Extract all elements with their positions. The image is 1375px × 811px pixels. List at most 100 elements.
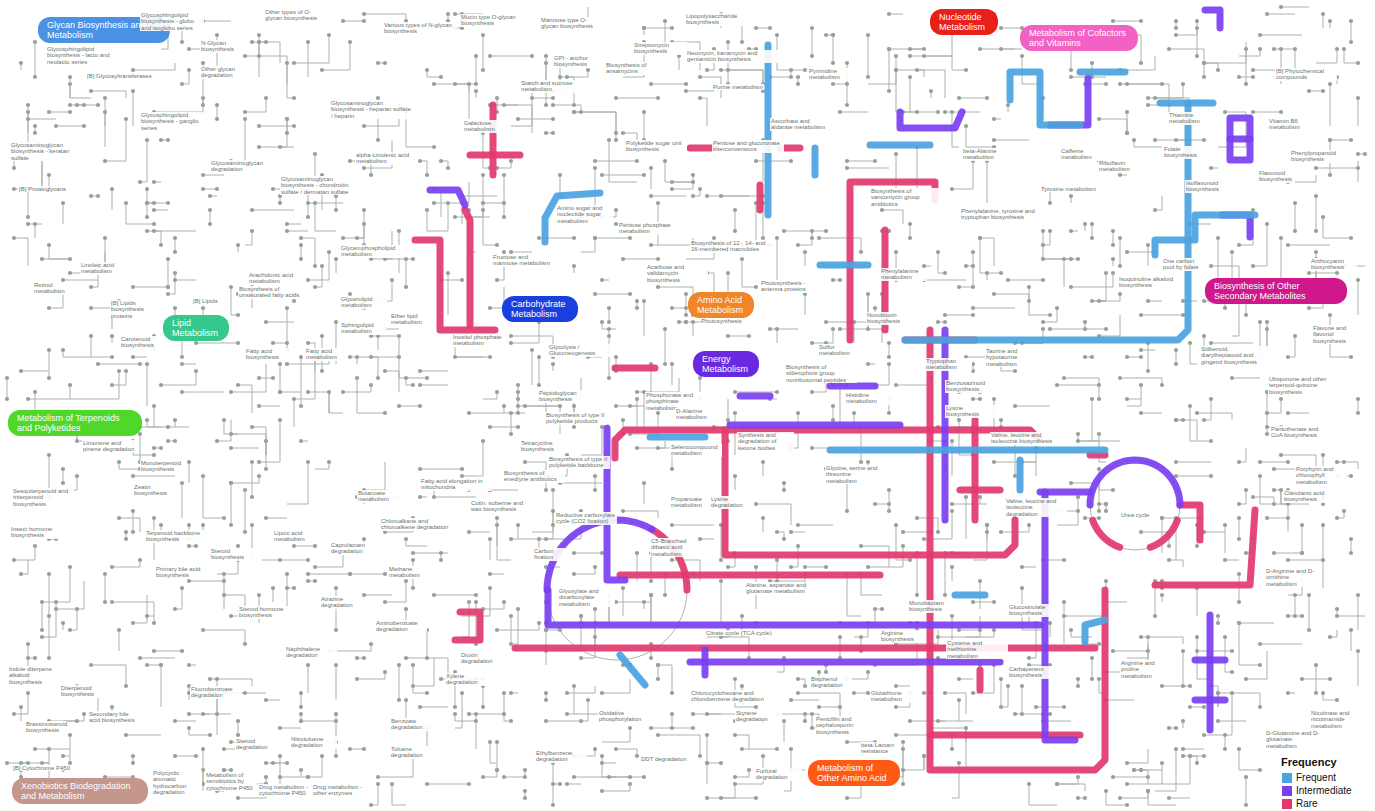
- compound-dot: [509, 341, 513, 345]
- compound-dot: [1125, 397, 1129, 401]
- reaction-line: [819, 707, 840, 708]
- compound-dot: [537, 621, 541, 625]
- compound-dot: [26, 222, 30, 226]
- reaction-line: [126, 735, 161, 736]
- compound-dot: [887, 411, 891, 415]
- compound-dot: [887, 341, 891, 345]
- reaction-line: [336, 259, 337, 273]
- compound-dot: [509, 537, 513, 541]
- compound-dot: [824, 229, 828, 233]
- compound-dot: [68, 271, 72, 275]
- reaction-line: [945, 693, 966, 714]
- compound-dot: [705, 796, 709, 800]
- reaction-line: [427, 784, 469, 785]
- compound-dot: [523, 789, 527, 793]
- reaction-line: [203, 770, 204, 791]
- reaction-line: [231, 448, 259, 449]
- reaction-line: [427, 210, 448, 231]
- reaction-line: [1260, 462, 1288, 463]
- reaction-line: [175, 238, 176, 252]
- compound-dot: [761, 460, 765, 464]
- compound-dot: [502, 691, 506, 695]
- reaction-line: [231, 364, 266, 392]
- compound-dot: [348, 355, 352, 359]
- compound-dot: [243, 488, 247, 492]
- compound-dot: [285, 341, 289, 345]
- compound-dot: [1146, 96, 1150, 100]
- reaction-line: [966, 126, 994, 147]
- reaction-line: [91, 91, 126, 98]
- compound-dot: [922, 47, 926, 51]
- reaction-line: [658, 735, 700, 756]
- reaction-line: [63, 350, 91, 357]
- compound-dot: [12, 712, 16, 716]
- compound-dot: [887, 362, 891, 366]
- reaction-line: [623, 259, 658, 260]
- compound-dot: [1076, 796, 1080, 800]
- compound-dot: [404, 376, 408, 380]
- compound-dot: [656, 677, 660, 681]
- reaction-line: [574, 112, 616, 140]
- compound-dot: [1195, 761, 1199, 765]
- compound-dot: [1181, 82, 1185, 86]
- compound-dot: [1097, 397, 1101, 401]
- compound-dot: [684, 320, 688, 324]
- reaction-line: [280, 777, 308, 778]
- compound-dot: [264, 775, 268, 779]
- reaction-line: [1057, 777, 1078, 784]
- compound-dot: [677, 320, 681, 324]
- reaction-line: [798, 525, 833, 526]
- reaction-line: [147, 203, 168, 204]
- compound-dot: [138, 432, 142, 436]
- compound-dot: [1216, 614, 1220, 618]
- compound-dot: [257, 40, 261, 44]
- compound-dot: [467, 782, 471, 786]
- reaction-line: [1113, 651, 1148, 652]
- compound-dot: [1188, 754, 1192, 758]
- compound-dot: [1209, 341, 1213, 345]
- compound-dot: [593, 159, 597, 163]
- reaction-line: [294, 35, 329, 63]
- reaction-line: [70, 609, 77, 630]
- compound-dot: [509, 159, 513, 163]
- grey-network: [5, 5, 1367, 807]
- reaction-line: [91, 308, 112, 329]
- reaction-line: [1267, 518, 1288, 519]
- reaction-line: [672, 364, 673, 385]
- reaction-line: [560, 483, 602, 484]
- reaction-line: [651, 84, 686, 85]
- compound-dot: [705, 194, 709, 198]
- reaction-line: [791, 700, 819, 701]
- reaction-line: [406, 658, 448, 686]
- reaction-line: [280, 364, 281, 392]
- compound-dot: [61, 621, 65, 625]
- compound-dot: [1286, 558, 1290, 562]
- compound-dot: [698, 75, 702, 79]
- reaction-line: [504, 203, 505, 217]
- reaction-line: [161, 371, 196, 385]
- compound-dot: [355, 355, 359, 359]
- reaction-line: [70, 84, 91, 98]
- reaction-line: [266, 518, 287, 519]
- reaction-line: [1120, 238, 1121, 266]
- compound-dot: [103, 600, 107, 604]
- reaction-line: [35, 749, 70, 750]
- compound-dot: [1244, 82, 1248, 86]
- reaction-line: [308, 665, 309, 693]
- reaction-line: [490, 427, 518, 428]
- compound-dot: [803, 684, 807, 688]
- compound-dot: [96, 103, 100, 107]
- reaction-line: [1169, 798, 1190, 799]
- compound-dot: [999, 26, 1003, 30]
- compound-dot: [1132, 768, 1136, 772]
- reaction-line: [63, 714, 84, 721]
- reaction-line: [469, 406, 504, 413]
- compound-dot: [313, 579, 317, 583]
- reaction-line: [343, 224, 364, 238]
- compound-dot: [313, 544, 317, 548]
- reaction-line: [1078, 441, 1120, 442]
- reaction-line: [707, 763, 708, 784]
- compound-dot: [978, 47, 982, 51]
- reaction-line: [798, 238, 812, 245]
- reaction-line: [1330, 84, 1331, 126]
